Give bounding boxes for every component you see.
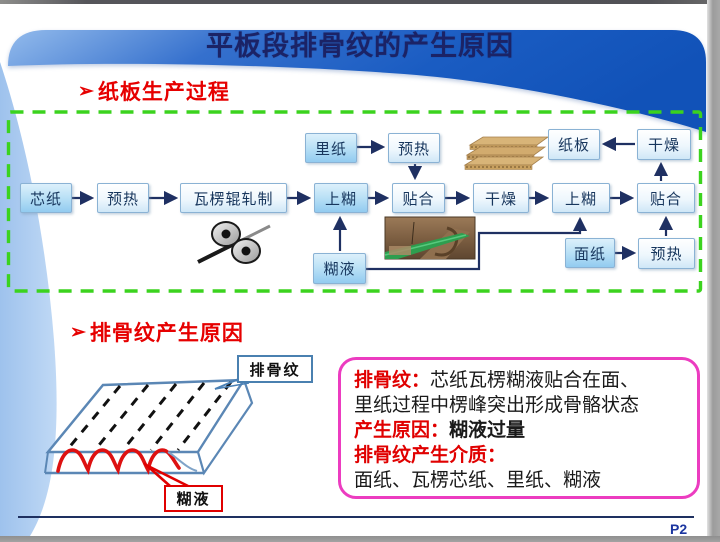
flow-node-corrugating-roll: 瓦楞辊轧制 [180,183,287,213]
frame-edge-top [0,0,720,4]
flow-node-preheat-3: 预热 [638,238,695,269]
info-line: 排骨纹产生介质： [354,445,507,466]
rib-pattern-info-box: 排骨纹：芯纸瓦楞糊液贴合在面、 里纸过程中楞峰突出形成骨骼状态 产生原因：糊液过… [338,357,700,499]
info-line: 面纸、瓦楞芯纸、里纸、糊液 [354,470,602,491]
flow-node-liner-paper: 里纸 [305,133,357,163]
left-curve-band [0,62,57,536]
flow-connectors [72,136,674,271]
info-line: 排骨纹：芯纸瓦楞糊液贴合在面、 [354,370,640,391]
header-banner [8,30,706,132]
section-heading-production-process: ➢ 纸板生产过程 [78,76,230,106]
corrugating-rollers-icon [197,221,271,264]
flow-node-gluing-1: 上糊 [314,183,368,213]
frame-edge-right [707,0,720,542]
laminating-machine-image [384,216,476,260]
flow-node-laminate-2: 贴合 [637,183,695,213]
section-heading-rib-cause: ➢ 排骨纹产生原因 [70,317,244,347]
flow-node-cardboard: 纸板 [548,129,600,160]
flow-node-face-paper: 面纸 [565,238,615,268]
glue-callout-label: 糊液 [164,485,223,512]
flow-node-gluing-2: 上糊 [552,183,610,213]
page-title: 平板段排骨纹的产生原因 [206,31,514,61]
page-number: P2 [670,521,688,537]
frame-edge-bottom [0,536,720,542]
arrow-bullet-icon: ➢ [70,321,86,343]
info-line: 里纸过程中楞峰突出形成骨骼状态 [354,395,640,416]
flow-node-drying-2: 干燥 [637,129,691,160]
section-heading-label: 纸板生产过程 [97,81,230,104]
flow-node-drying-1: 干燥 [473,183,529,213]
section-heading-label: 排骨纹产生原因 [89,322,244,345]
info-line: 产生原因：糊液过量 [354,420,526,441]
glue-wave [56,448,181,475]
flow-node-laminate-1: 贴合 [392,183,445,213]
flow-node-core-paper: 芯纸 [20,183,72,213]
rib-dashed-lines [65,381,233,451]
corrugated-board-image [463,136,550,170]
flow-node-glue-liquid: 糊液 [313,253,366,284]
rib-pattern-diagram [44,377,254,488]
rib-pattern-callout-label: 排骨纹 [237,355,313,383]
flow-node-preheat-1: 预热 [97,183,149,213]
flow-node-preheat-2: 预热 [388,133,440,163]
process-frame-dashed-border [6,110,703,293]
arrow-bullet-icon: ➢ [78,80,94,102]
